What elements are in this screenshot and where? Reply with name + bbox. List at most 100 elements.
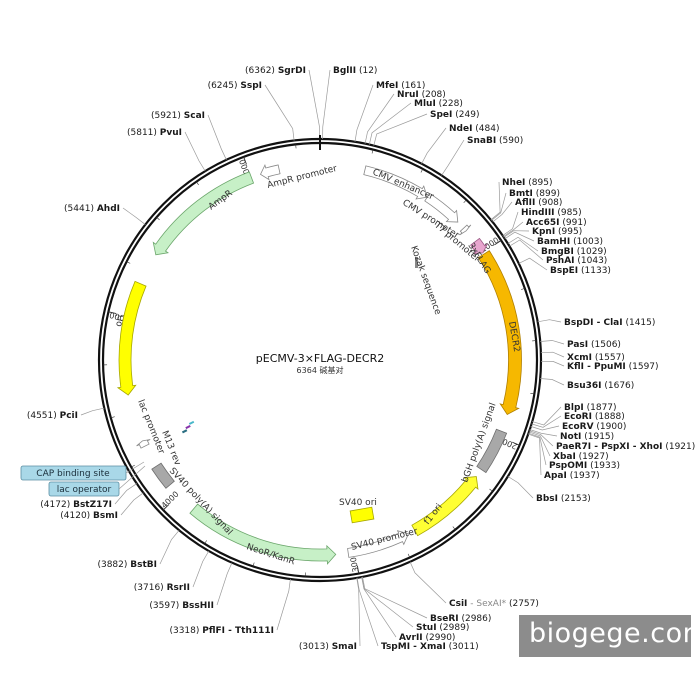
lead-bmgbi — [507, 236, 539, 252]
site-name: PflFI - Tth111I — [202, 626, 274, 636]
site-bspei: BspEI (1133) — [550, 266, 611, 276]
site-name: Bsu36I — [567, 381, 602, 391]
feature-decr2 — [477, 250, 522, 416]
site-name: BspDI - ClaI — [564, 318, 623, 328]
site-name: NruI — [397, 90, 419, 100]
site-name: CsiI — [449, 599, 467, 609]
lead-tspmi — [356, 577, 379, 647]
site-position: (3882) — [97, 560, 130, 570]
lead-beri — [362, 576, 428, 619]
lead-bspei — [518, 257, 548, 271]
site-pflfi: (3318) PflFI - Tth111I — [169, 626, 274, 636]
site-hindiii: HindIII (985) — [521, 208, 582, 218]
site-bstz17i: (4172) BstZ17I — [40, 500, 112, 510]
site-position: (590) — [496, 136, 523, 146]
site-scai: (5921) ScaI — [151, 111, 205, 121]
site-position: (2757) — [506, 599, 539, 609]
site-bmgbi: BmgBI (1029) — [541, 247, 607, 257]
site-position: (1937) — [567, 471, 600, 481]
site-acc65i: Acc65I (991) — [526, 218, 587, 228]
lead-bamhi — [504, 231, 535, 242]
site-stui: StuI (2989) — [416, 623, 469, 633]
site-name: SspI — [240, 81, 262, 91]
site-name: TspMI - XmaI — [381, 642, 446, 652]
site-position: (1888) — [592, 412, 625, 422]
site-nhei: NheI (895) — [502, 178, 552, 188]
site-position: (5441) — [64, 204, 97, 214]
site-csii: CsiI - SexAI* (2757) — [449, 599, 539, 609]
site-noti: NotI (1915) — [560, 432, 614, 442]
lead-smai — [356, 577, 361, 647]
feature-lac-promoter — [136, 439, 151, 449]
lead-scai — [207, 114, 227, 160]
site-ahdi: (5441) AhdI — [64, 204, 120, 214]
site-ecorv: EcoRV (1900) — [562, 422, 626, 432]
site-position: (2990) — [423, 633, 456, 643]
site-position: (1676) — [602, 381, 635, 391]
tick-minor — [204, 540, 207, 544]
lead-sspi — [264, 84, 295, 141]
lead-pspomi — [528, 432, 547, 466]
svg-text:lac operator: lac operator — [57, 485, 112, 495]
site-position: (1029) — [574, 247, 607, 257]
site-blpi: BlpI (1877) — [564, 403, 617, 413]
site-name: ApaI — [544, 471, 567, 481]
mark-m13-rev — [181, 429, 188, 434]
lead-xbai — [528, 431, 551, 457]
lead-ecorv — [530, 425, 560, 431]
site-sspi: (6245) SspI — [208, 81, 262, 91]
site-position: (1877) — [584, 403, 617, 413]
site-avrii: AvrII (2990) — [399, 633, 455, 643]
lead-bsshii — [216, 562, 233, 606]
tick-major — [512, 441, 520, 446]
sv40-ori-label: SV40 ori — [339, 498, 377, 508]
sv40-ori-box — [349, 506, 375, 524]
plasmid-name: pECMV-3×FLAG-DECR2 — [256, 352, 384, 365]
lead-pvui — [184, 131, 206, 172]
site-name: BlpI — [564, 403, 584, 413]
tick-minor — [126, 261, 131, 264]
feature-3xflag — [470, 237, 489, 255]
feature-sv40-poly-a-signal — [151, 462, 175, 489]
feature-ampr — [152, 171, 255, 256]
lead-spei — [373, 113, 428, 146]
feature-arrows — [116, 164, 522, 565]
lead-bstz17i — [114, 483, 137, 505]
tick-major — [243, 156, 247, 165]
site-dim: - SexAI* — [467, 599, 506, 609]
site-position: (12) — [356, 66, 377, 76]
lead-bmti — [491, 192, 507, 221]
site-pcii: (4551) PciI — [27, 411, 78, 421]
site-position: (3716) — [134, 583, 167, 593]
tick-minor — [156, 217, 160, 221]
lead-apai — [528, 433, 542, 476]
tick-minor — [371, 149, 374, 154]
cap-tag-pointer — [125, 461, 145, 474]
site-position: (3597) — [149, 601, 182, 611]
site-name: BseRI — [430, 614, 459, 624]
lead-kpni — [503, 230, 530, 238]
site-name: XcmI — [567, 353, 592, 363]
site-bstbi: (3882) BstBI — [97, 560, 157, 570]
site-name: KpnI — [532, 227, 555, 237]
feature-cmv-promoter — [424, 192, 459, 223]
site-name: PciI — [60, 411, 78, 421]
site-position: (484) — [472, 124, 499, 134]
site-position: (995) — [555, 227, 582, 237]
lead-ahdi — [122, 207, 146, 225]
tick-minor — [407, 553, 411, 558]
site-name: PshAI — [546, 256, 575, 266]
site-position: (1043) — [575, 256, 608, 266]
feature-t7-promoter — [459, 224, 472, 236]
site-position: (2986) — [459, 614, 492, 624]
site-position: (2153) — [558, 494, 591, 504]
site-position: (3013) — [299, 642, 332, 652]
tick-label: 4000 — [160, 490, 181, 511]
site-name: BglII — [333, 66, 356, 76]
site-position: (1927) — [576, 452, 609, 462]
site-apai: ApaI (1937) — [544, 471, 600, 481]
lac-operator-tag: lac operator — [48, 481, 120, 497]
site-snabi: SnaBI (590) — [467, 136, 523, 146]
plasmid-size: 6364 碱基对 — [297, 365, 344, 375]
